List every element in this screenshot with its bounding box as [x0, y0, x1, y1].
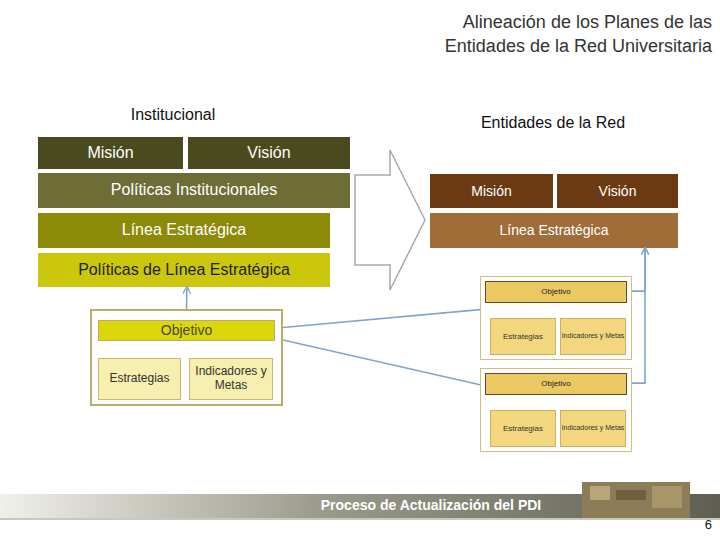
objective-bar: Objetivo — [485, 281, 627, 303]
node-text: Objetivo — [161, 322, 212, 338]
node-text: Estrategias — [503, 332, 543, 341]
node-text: Objetivo — [541, 379, 570, 388]
node-text: Indicadores y Metas — [562, 332, 625, 340]
mission-box: Misión — [38, 137, 183, 169]
vision-box: Visión — [557, 174, 678, 208]
objective-bar: Objetivo — [98, 320, 275, 341]
objective-bar: Objetivo — [485, 373, 627, 395]
policy-band: Políticas Institucionales — [38, 173, 350, 208]
node-text: Objetivo — [541, 287, 570, 296]
connector-line — [283, 310, 480, 328]
mission-box: Misión — [430, 174, 553, 208]
page-number: 6 — [670, 517, 712, 532]
transfer-arrow — [355, 150, 425, 290]
node-text: Políticas de Línea Estratégica — [78, 261, 290, 279]
strategic-line-band: Línea Estratégica — [38, 213, 330, 248]
node-text: Misión — [471, 183, 511, 199]
column-heading: Entidades de la Red — [456, 114, 650, 132]
line-policy-band: Políticas de Línea Estratégica — [38, 253, 330, 287]
footer-photo-detail — [590, 486, 610, 500]
objective-group: ObjetivoEstrategias Indicadores y Metas — [90, 309, 283, 406]
indicator-box: Indicadores y Metas — [560, 410, 626, 447]
slide-title: Alineación de los Planes de las Entidade… — [382, 10, 712, 58]
indicator-box: Indicadores y Metas — [560, 318, 626, 355]
node-text: Línea Estratégica — [122, 221, 247, 239]
strategic-line-band: Línea Estratégica — [430, 213, 678, 248]
strategy-box: Estrategias — [98, 358, 181, 400]
node-text: Línea Estratégica — [500, 222, 609, 238]
footer-rule — [0, 518, 720, 520]
node-text: Visión — [247, 144, 290, 162]
node-text: Visión — [599, 183, 637, 199]
footer-photo-detail — [652, 486, 682, 508]
objective-group: ObjetivoEstrategias Indicadores y Metas — [480, 368, 632, 452]
connector-line — [632, 248, 645, 383]
connector-line — [632, 248, 645, 291]
footer-photo-detail — [616, 490, 646, 500]
node-text: Indicadores y Metas — [562, 424, 625, 432]
column-heading: Institucional — [96, 106, 250, 124]
vision-box: Visión — [188, 137, 350, 169]
footer-text: Proceso de Actualización del PDI — [296, 497, 566, 513]
strategy-box: Estrategias — [490, 410, 556, 447]
footer-photo — [582, 482, 690, 518]
indicator-box: Indicadores y Metas — [189, 358, 273, 400]
connector-line — [186, 287, 188, 309]
objective-group: ObjetivoEstrategias Indicadores y Metas — [480, 276, 632, 360]
strategy-box: Estrategias — [490, 318, 556, 355]
node-text: Estrategias — [503, 424, 543, 433]
node-text: Misión — [87, 144, 133, 162]
node-text: Políticas Institucionales — [111, 181, 277, 199]
connector-line — [283, 340, 480, 385]
node-text: Indicadores y Metas — [190, 365, 272, 393]
node-text: Estrategias — [109, 372, 169, 386]
